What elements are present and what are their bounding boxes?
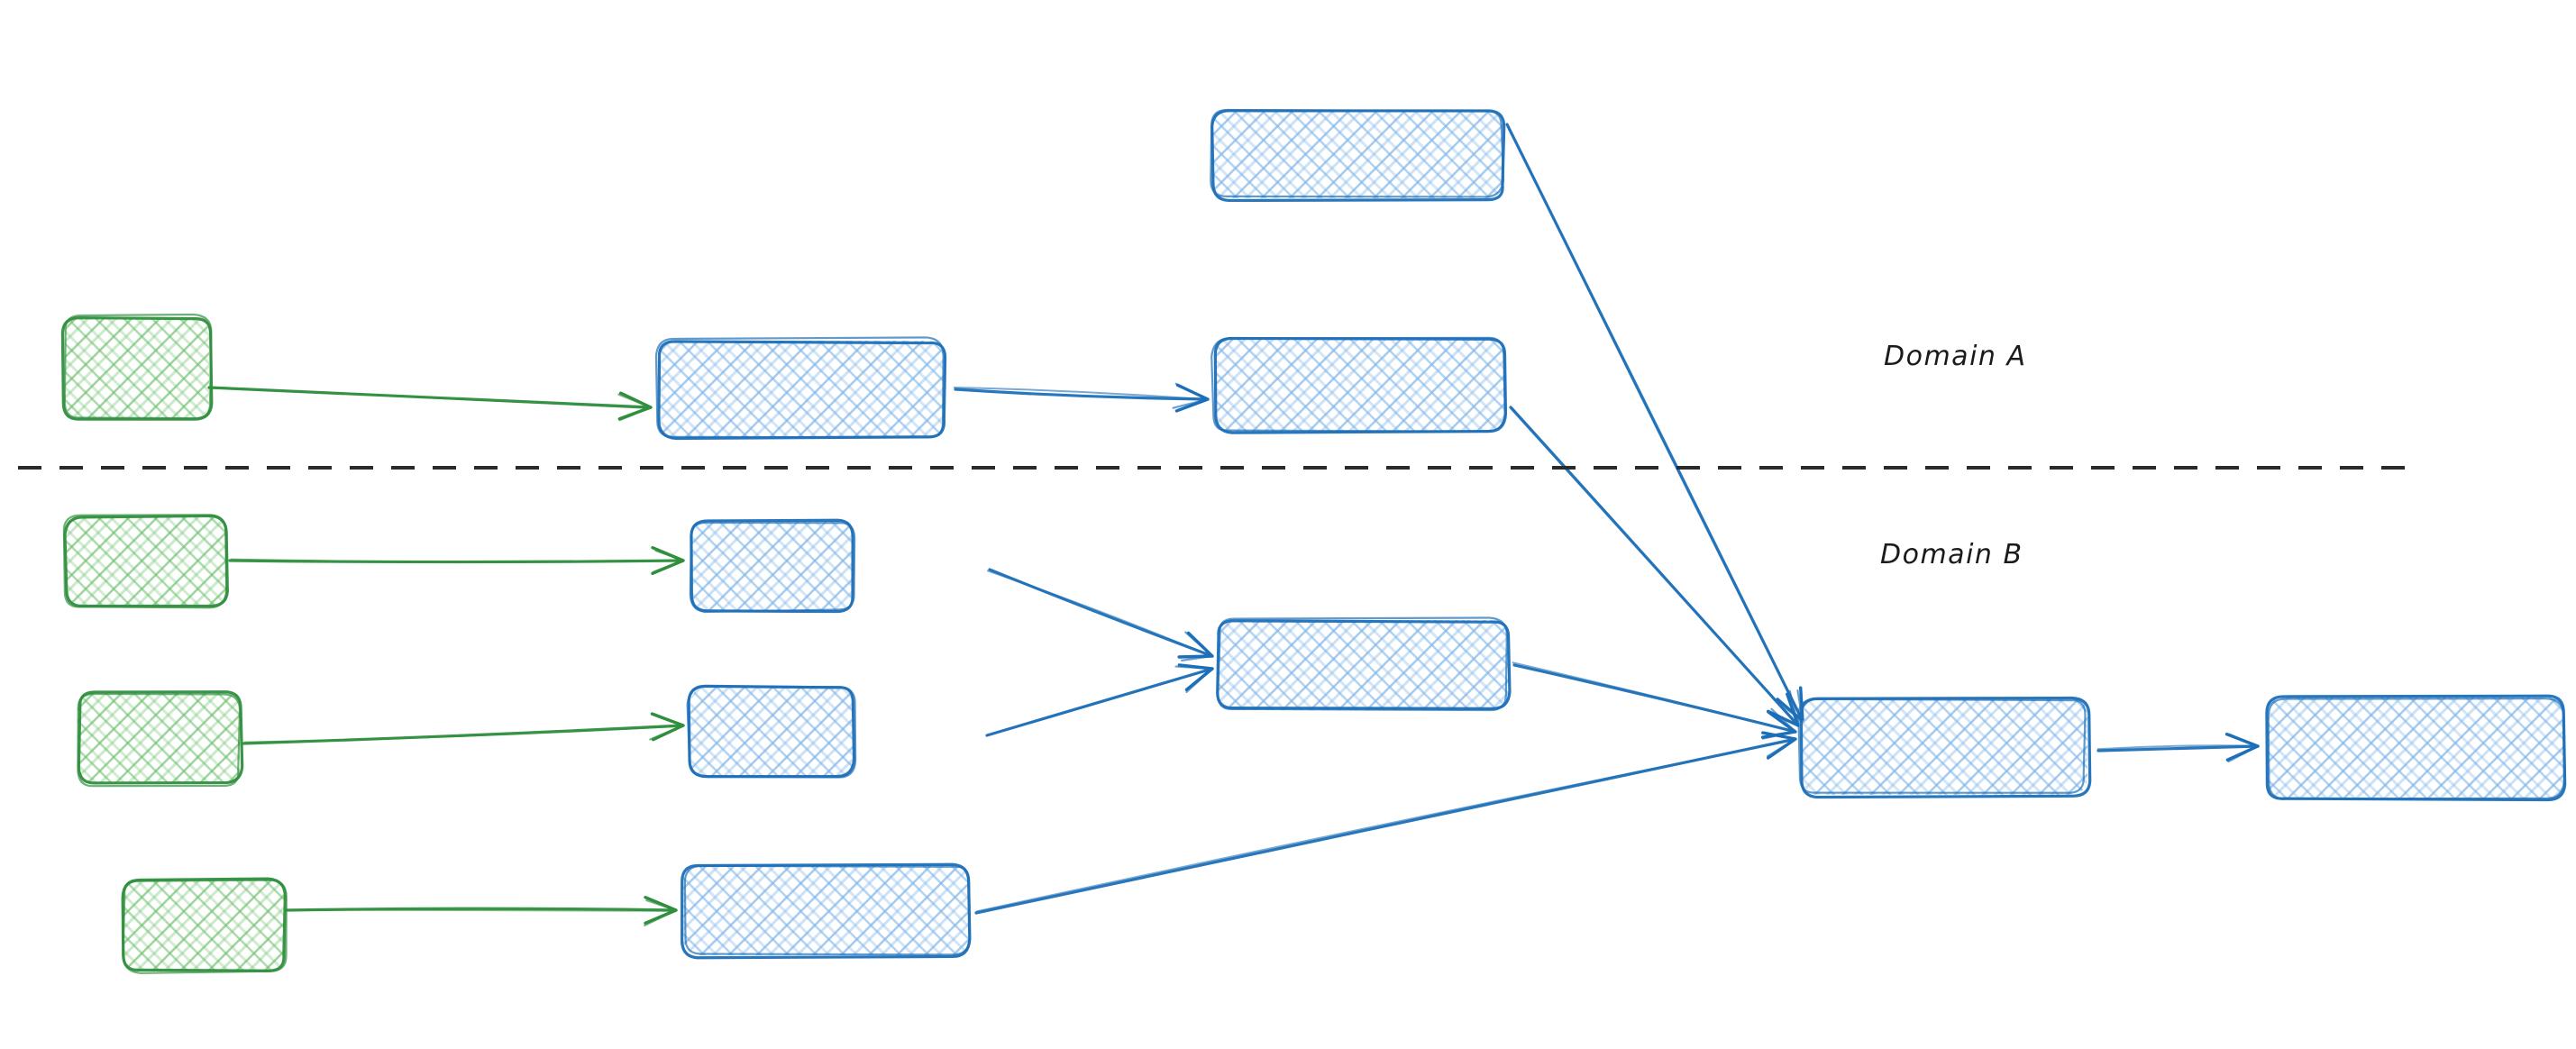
node-b-final[interactable] — [2265, 694, 2567, 802]
node-b-stage-1[interactable] — [689, 518, 856, 614]
node-a-source-1[interactable] — [60, 313, 214, 421]
node-b-source-1[interactable] — [62, 514, 229, 609]
edge-e-b-stage1-merge — [987, 568, 1214, 661]
nodes-layer — [60, 108, 2567, 974]
edge-e-b-sink-final — [2096, 732, 2260, 763]
node-a-stage-2[interactable] — [1210, 336, 1508, 434]
node-b-sink[interactable] — [1797, 696, 2092, 799]
edge-e-b-src1-stage1 — [228, 546, 685, 575]
edge-e-b-src3-stage3 — [285, 896, 678, 927]
edge-e-a-stage2-sink — [1509, 406, 1800, 727]
domain-a-label: Domain A — [1884, 341, 2027, 372]
edge-e-a-stage1-stage2 — [953, 382, 1210, 413]
edge-e-a-top-sink — [1505, 123, 1804, 723]
node-b-stage-3[interactable] — [681, 862, 972, 960]
edges-layer — [207, 123, 2260, 927]
node-b-merge[interactable] — [1216, 616, 1512, 712]
node-a-stage-1[interactable] — [654, 336, 947, 441]
edge-e-a-src1-stage1 — [207, 386, 653, 422]
node-b-stage-2[interactable] — [686, 684, 857, 779]
edge-e-b-stage2-merge — [985, 663, 1214, 737]
node-b-source-3[interactable] — [121, 877, 288, 974]
edge-e-b-src2-stage2 — [242, 712, 685, 745]
node-a-stage-top[interactable] — [1210, 108, 1506, 203]
domain-b-label: Domain B — [1880, 539, 2023, 570]
node-b-source-2[interactable] — [77, 690, 244, 788]
edge-e-b-stage3-sink — [974, 731, 1797, 915]
